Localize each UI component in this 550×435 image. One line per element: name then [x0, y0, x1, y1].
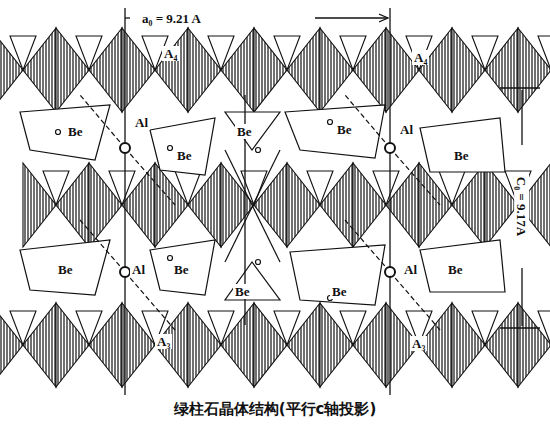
tetrahedron: [76, 36, 102, 70]
tetrahedron: [340, 36, 366, 70]
tetrahedron: [274, 36, 300, 70]
tetrahedron: [373, 171, 399, 205]
dimension-label: a₀ = 9.21 A: [140, 11, 203, 26]
hatched-tetrahedra: [0, 28, 550, 387]
tetrahedron: [538, 36, 550, 70]
site-label: A₄: [412, 50, 429, 65]
tetrahedron: [274, 311, 300, 345]
tetrahedron: [10, 311, 36, 345]
atom-label: Be: [66, 124, 84, 139]
site-label: Al: [130, 262, 147, 277]
tetrahedron: [406, 36, 432, 70]
tetrahedron: [208, 36, 234, 70]
site-label: A₃: [410, 336, 427, 351]
site-label: A₃: [155, 334, 172, 349]
atom-label: Be: [233, 284, 251, 299]
site-label: Al: [402, 262, 419, 277]
atom-label: Be: [235, 124, 253, 139]
figure-caption: 绿柱石晶体结构(平行c轴投影): [174, 400, 377, 419]
atom-label: Be: [446, 262, 464, 277]
tetrahedron: [472, 36, 498, 70]
tetrahedron: [10, 36, 36, 70]
atom-label: Be: [330, 284, 348, 299]
tetrahedron: [307, 171, 333, 205]
al-bonds: [80, 95, 440, 330]
tetrahedron: [76, 311, 102, 345]
cell-edges: [125, 8, 540, 395]
site-label: Al: [398, 122, 415, 137]
atom-label: Be: [172, 262, 190, 277]
dimension-label: C₀ = 9.17A: [515, 174, 530, 237]
atom-label: Be: [56, 262, 74, 277]
site-label: Al: [133, 115, 150, 130]
be-tetrahedra: [20, 105, 505, 305]
tetrahedron: [109, 171, 135, 205]
al-atoms: [120, 143, 395, 277]
atom-label: Be: [452, 148, 470, 163]
tetrahedron: [439, 171, 465, 205]
tetrahedron: [340, 311, 366, 345]
atom-label: Be: [175, 148, 193, 163]
tetrahedron: [208, 311, 234, 345]
site-label: A₄: [162, 46, 179, 61]
tetrahedron: [43, 171, 69, 205]
tetrahedron: [472, 311, 498, 345]
atom-label: Be: [335, 122, 353, 137]
tetrahedron: [175, 171, 201, 205]
